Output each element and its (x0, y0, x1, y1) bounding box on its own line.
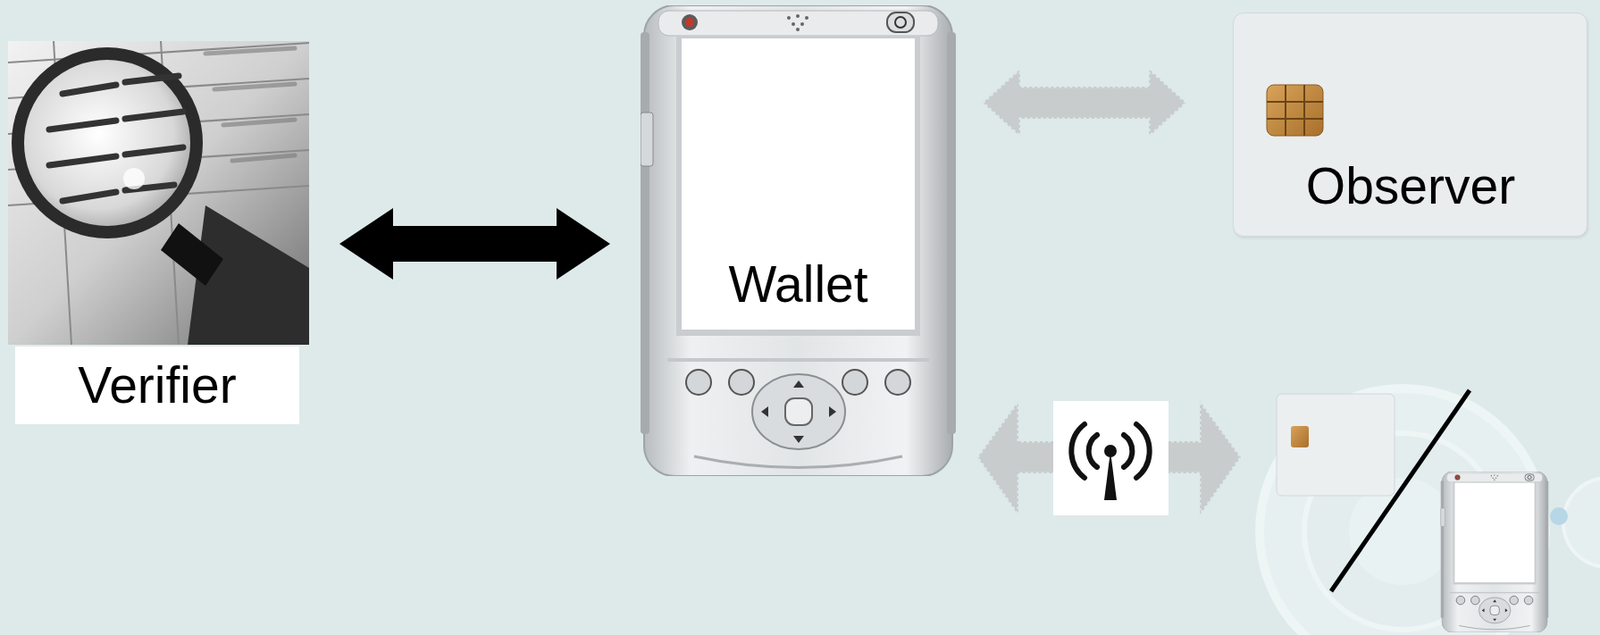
chip-contacts (1266, 84, 1324, 136)
card-or-pda-icon (1276, 390, 1549, 633)
chip-icon (1265, 83, 1325, 138)
node-label: Observer (1306, 158, 1516, 215)
verifier-node: Verifier (8, 41, 310, 425)
magnifier-photo (8, 41, 310, 345)
wireless-arrow (977, 401, 1241, 516)
double-arrow (982, 68, 1187, 137)
wallet-node: Wallet (640, 5, 956, 477)
observer-node: Observer (1232, 12, 1588, 237)
decorative-circles (1259, 388, 1600, 635)
node-label: Verifier (15, 346, 300, 425)
pda-outline (640, 5, 956, 477)
double-arrow (339, 208, 611, 280)
node-label: Wallet (728, 256, 868, 313)
chip-plate (1266, 84, 1324, 136)
pda-body (640, 5, 956, 477)
